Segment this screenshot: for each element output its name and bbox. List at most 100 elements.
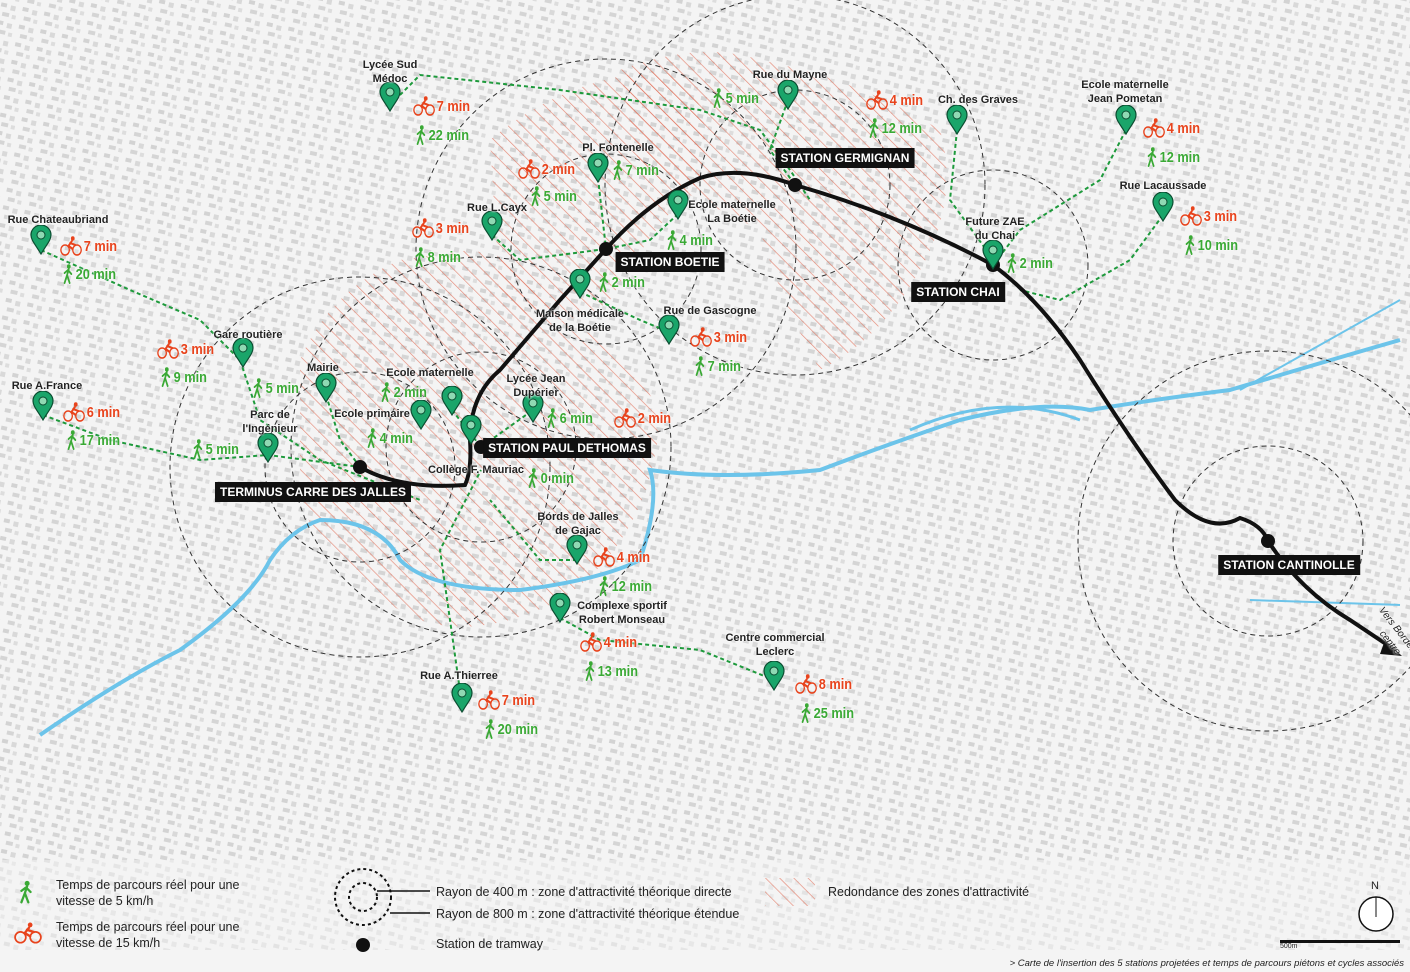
walk-icon bbox=[869, 118, 879, 138]
destination-name-line: Leclerc bbox=[755, 646, 795, 658]
station-label[interactable]: STATION CHAI bbox=[911, 282, 1005, 302]
walk-icon bbox=[1185, 235, 1195, 255]
walk-time-value: 20 min bbox=[497, 720, 539, 738]
walk-time-value: 8 min bbox=[427, 248, 461, 266]
location-pin-icon[interactable] bbox=[566, 535, 588, 565]
walk-icon bbox=[528, 468, 538, 488]
location-pin-icon[interactable] bbox=[441, 386, 463, 416]
bike-icon bbox=[14, 922, 42, 944]
location-pin-icon[interactable] bbox=[32, 391, 54, 421]
location-pin-icon[interactable] bbox=[410, 400, 432, 430]
station-label[interactable]: STATION PAUL DETHOMAS bbox=[483, 438, 651, 458]
destination-name-line: Jean Pometan bbox=[1087, 93, 1163, 105]
bike-time: 7 min bbox=[60, 236, 117, 256]
destination-label: Mairie bbox=[307, 361, 339, 375]
walk-icon bbox=[613, 160, 623, 180]
location-pin-icon[interactable] bbox=[982, 240, 1004, 270]
radius-circles-icon bbox=[334, 868, 430, 952]
destination-name-line: Ecole primaire bbox=[334, 408, 410, 420]
walk-time-value: 5 min bbox=[725, 89, 759, 107]
legend-bike-line1: Temps de parcours réel pour une bbox=[56, 920, 240, 934]
destination-label: Rue de Gascogne bbox=[664, 304, 757, 318]
location-pin-icon[interactable] bbox=[549, 593, 571, 623]
location-pin-icon[interactable] bbox=[232, 338, 254, 368]
walk-icon bbox=[367, 428, 377, 448]
location-pin-icon[interactable] bbox=[763, 661, 785, 691]
north-label: N bbox=[1371, 880, 1379, 892]
scale-bar bbox=[1280, 940, 1400, 943]
walk-icon bbox=[1147, 147, 1157, 167]
destination-name-line: Dupérier bbox=[513, 387, 559, 399]
location-pin-icon[interactable] bbox=[451, 683, 473, 713]
walk-icon bbox=[599, 272, 609, 292]
walk-icon bbox=[547, 408, 557, 428]
walk-time: 17 min bbox=[66, 430, 120, 450]
station-dot[interactable] bbox=[1261, 534, 1275, 548]
walk-time-value: 13 min bbox=[597, 662, 639, 680]
location-pin-icon[interactable] bbox=[1152, 192, 1174, 222]
walk-time-value: 25 min bbox=[813, 704, 855, 722]
walk-icon bbox=[67, 430, 77, 450]
legend-walk-line2: vitesse de 5 km/h bbox=[56, 894, 154, 908]
destination-label: Rue du Mayne bbox=[753, 68, 828, 82]
bike-time: 7 min bbox=[478, 690, 535, 710]
location-pin-icon[interactable] bbox=[1115, 105, 1137, 135]
bike-icon bbox=[795, 674, 818, 694]
walking-routes bbox=[40, 73, 1164, 706]
bike-icon bbox=[614, 408, 637, 428]
location-pin-icon[interactable] bbox=[379, 82, 401, 112]
location-pin-icon[interactable] bbox=[257, 433, 279, 463]
location-pin-icon[interactable] bbox=[460, 415, 482, 445]
walk-time-value: 4 min bbox=[379, 429, 413, 447]
walk-time-value: 17 min bbox=[79, 431, 121, 449]
destination-name-line: Mairie bbox=[307, 362, 339, 374]
bike-time-value: 7 min bbox=[436, 97, 471, 115]
location-pin-icon[interactable] bbox=[315, 373, 337, 403]
station-dot[interactable] bbox=[788, 178, 802, 192]
station-label[interactable]: TERMINUS CARRE DES JALLES bbox=[214, 482, 412, 502]
walk-icon bbox=[20, 880, 32, 904]
station-label[interactable]: STATION CANTINOLLE bbox=[1218, 555, 1360, 575]
location-pin-icon[interactable] bbox=[658, 315, 680, 345]
bike-time-value: 4 min bbox=[1166, 119, 1201, 137]
destination-label: Ecole primaire bbox=[334, 407, 410, 421]
location-pin-icon[interactable] bbox=[587, 153, 609, 183]
bike-time: 7 min bbox=[413, 96, 470, 116]
location-pin-icon[interactable] bbox=[777, 80, 799, 110]
station-label[interactable]: STATION GERMIGNAN bbox=[775, 148, 915, 168]
station-dot[interactable] bbox=[599, 242, 613, 256]
bike-time-value: 2 min bbox=[541, 160, 576, 178]
walk-icon bbox=[63, 264, 73, 284]
walk-time: 2 min bbox=[598, 272, 645, 292]
bike-icon bbox=[413, 96, 436, 116]
bike-icon bbox=[690, 327, 713, 347]
station-label[interactable]: STATION BOETIE bbox=[615, 252, 725, 272]
north-arrow-icon bbox=[1358, 896, 1394, 932]
location-pin-icon[interactable] bbox=[667, 190, 689, 220]
location-pin-icon[interactable] bbox=[569, 269, 591, 299]
walk-icon bbox=[713, 88, 723, 108]
destination-label: Rue Chateaubriand bbox=[8, 213, 109, 227]
location-pin-icon[interactable] bbox=[481, 211, 503, 241]
location-pin-icon[interactable] bbox=[946, 105, 968, 135]
map-caption: > Carte de l'insertion des 5 stations pr… bbox=[1009, 958, 1404, 969]
bike-icon bbox=[63, 402, 86, 422]
walk-time-value: 2 min bbox=[1019, 254, 1053, 272]
destination-name-line: Centre commercial bbox=[725, 632, 825, 644]
location-pin-icon[interactable] bbox=[30, 225, 52, 255]
bike-time: 3 min bbox=[1180, 206, 1237, 226]
walk-time: 0 min bbox=[527, 468, 574, 488]
bike-time-value: 8 min bbox=[818, 675, 853, 693]
bike-time-value: 7 min bbox=[83, 237, 118, 255]
station-dot[interactable] bbox=[353, 460, 367, 474]
walk-time: 5 min bbox=[192, 439, 239, 459]
destination-name-line: de la Boétie bbox=[549, 322, 611, 334]
walk-time-value: 4 min bbox=[679, 231, 713, 249]
walk-time-value: 2 min bbox=[611, 273, 645, 291]
bike-time: 6 min bbox=[63, 402, 120, 422]
